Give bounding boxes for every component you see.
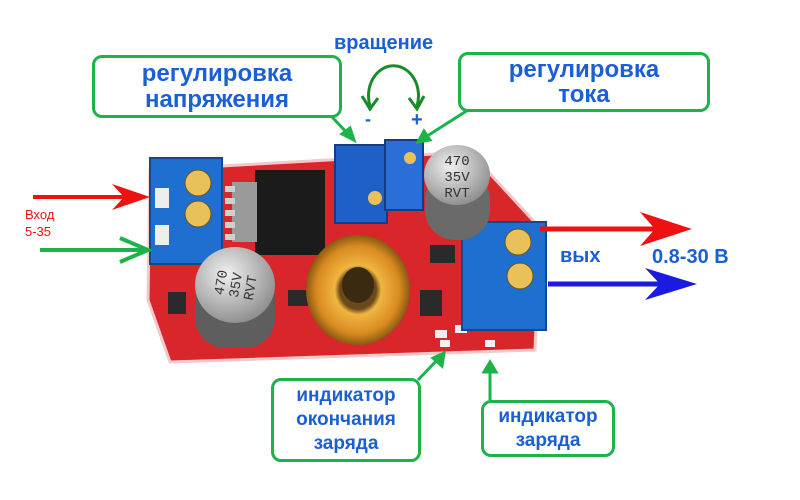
leader-lines (330, 108, 499, 400)
callout-line: регулировка (141, 59, 293, 87)
charge-end-indicator-callout: индикатор окончания заряда (271, 378, 421, 462)
capacitor-marking: RVT (242, 274, 262, 302)
output-voltage-range: 0.8-30 В (652, 246, 729, 268)
input-negative-arrow (40, 236, 154, 264)
callout-line: заряда (515, 429, 581, 451)
capacitor-marking: 35V (227, 271, 247, 299)
current-potentiometer (384, 139, 424, 211)
regulator-ic (225, 170, 325, 255)
input-capacitor: 470 35V RVT (195, 247, 275, 348)
callout-line: тока (558, 81, 610, 108)
output-capacitor: 470 35V RVT (424, 145, 490, 240)
output-terminal-block (461, 221, 547, 331)
callout-line: заряда (313, 433, 379, 454)
output-label: вых (560, 245, 601, 267)
charge-end-led (440, 340, 450, 347)
rotation-arrow-icon (360, 64, 426, 112)
capacitor-marking: 470 (212, 269, 232, 297)
callout-line: регулировка (508, 56, 660, 83)
voltage-adjust-callout: регулировка напряжения (92, 55, 342, 118)
plus-label: + (411, 109, 423, 131)
input-terminal-block (149, 157, 223, 265)
minus-label: - (365, 109, 371, 129)
current-adjust-callout: регулировка тока (458, 52, 710, 112)
smd-components (168, 245, 467, 338)
charge-led (485, 340, 495, 347)
rotation-label: вращение (334, 32, 434, 54)
input-positive-arrow (33, 184, 150, 210)
charge-indicator-callout: индикатор заряда (481, 400, 615, 457)
callout-line: окончания (296, 409, 396, 430)
input-label-line: Вход (25, 207, 55, 222)
input-label: Вход 5-35 (25, 206, 54, 240)
voltage-potentiometer (334, 144, 388, 224)
callout-line: индикатор (296, 385, 396, 406)
capacitor-marking: 470 (444, 154, 469, 170)
callout-line: напряжения (145, 85, 289, 113)
output-negative-arrow (548, 268, 697, 300)
output-positive-arrow (540, 212, 692, 246)
toroid-inductor (306, 235, 410, 345)
capacitor-marking: RVT (444, 186, 469, 202)
capacitor-marking: 35V (444, 170, 470, 186)
callout-line: индикатор (498, 405, 598, 427)
input-voltage-range: 5-35 (25, 224, 52, 239)
